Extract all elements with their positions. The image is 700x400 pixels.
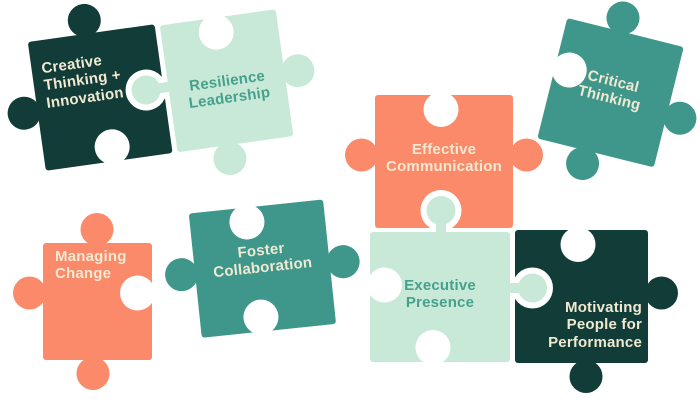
puzzle-trio-right: Effective Communication Executive Presen… (339, 59, 689, 399)
puzzle-piece-label-motivating-people-for-performance: Motivating People for Performance (548, 299, 642, 351)
puzzle-critical-thinking-shape (537, 1, 697, 181)
puzzle-trio-right-shapes (345, 92, 678, 393)
puzzle-single-managing-change: Managing Change (7, 207, 192, 400)
puzzle-piece-executive-presence (367, 196, 547, 365)
puzzle-piece-critical-thinking (537, 1, 697, 181)
puzzle-managing-change-shape (13, 213, 155, 390)
puzzle-piece-label-executive-presence: Executive Presence (404, 277, 476, 312)
puzzle-piece-foster-collaboration (165, 199, 360, 338)
puzzle-single-foster-collaboration: Foster Collaboration (149, 162, 378, 378)
puzzle-piece-label-effective-communication: Effective Communication (386, 141, 502, 176)
puzzle-pair-top-left: Creative Thinking + Innovation Resilienc… (0, 0, 363, 219)
puzzle-pair-top-left-shapes (7, 3, 315, 176)
puzzle-foster-collaboration-shape (165, 199, 360, 338)
puzzle-piece-managing-change (13, 213, 155, 390)
puzzle-piece-label-managing-change: Managing Change (55, 248, 127, 283)
puzzle-single-critical-thinking: Critical Thinking (493, 0, 700, 216)
puzzle-piece-resilience-leadership (131, 9, 315, 176)
